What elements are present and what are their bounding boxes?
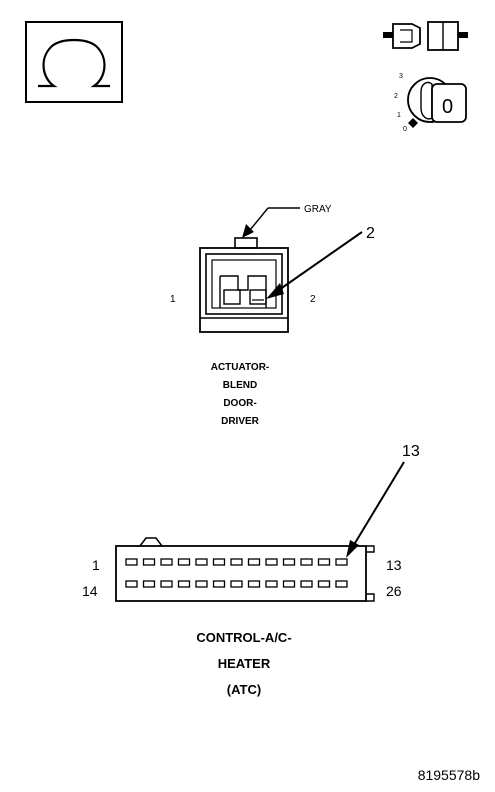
control-module-name: CONTROL-A/C- HEATER (ATC) [196,630,291,697]
row1-left-pin-label: 1 [92,557,100,573]
actuator-pin-1 [223,289,241,305]
row1-right-pin-label: 13 [386,557,402,573]
cavity-row-top [125,558,348,566]
cavity-6 [212,558,226,566]
cavity-14 [125,580,138,588]
cavity-16 [160,580,173,588]
actuator-callout-number: 2 [366,225,375,242]
cavity-20 [230,580,243,588]
control-module-name-line-3: (ATC) [227,682,261,697]
wire-color-callout: GRAY [242,204,332,238]
ignition-position-2: 2 [394,93,398,100]
cavity-12 [317,558,331,566]
actuator-name-line-2: BLEND [223,380,257,391]
cavity-18 [195,580,208,588]
wire-color-label: GRAY [304,204,332,215]
cavity-2 [142,558,156,566]
ignition-key-label: 0 [442,96,453,118]
cavity-3 [160,558,173,566]
ohm-symbol-icon [25,21,123,103]
cavity-21 [247,580,261,588]
cavity-11 [300,558,313,566]
cavity-17 [177,580,191,588]
cavity-5 [195,558,208,566]
cavity-15 [142,580,156,588]
cavity-13 [335,558,348,566]
cavity-25 [317,580,331,588]
actuator-connector [199,237,289,333]
cavity-1 [125,558,138,566]
ignition-switch-icon: 3 2 1 0 0 [394,73,467,133]
actuator-pin-left-label: 1 [170,294,176,305]
actuator-name-line-4: DRIVER [221,416,260,427]
actuator-pin-right-label: 2 [310,294,316,305]
cavity-26 [335,580,348,588]
ignition-position-1: 1 [397,112,401,119]
cavity-24 [300,580,313,588]
cavity-23 [282,580,296,588]
ignition-position-0: 0 [403,126,407,133]
control-module-connector [115,537,375,602]
cavity-7 [230,558,243,566]
cavity-9 [265,558,278,566]
cavity-19 [212,580,226,588]
row2-left-pin-label: 14 [82,583,98,599]
cavity-10 [282,558,296,566]
row2-right-pin-label: 26 [386,583,402,599]
cavity-row-bottom [125,580,348,588]
cavity-4 [177,558,191,566]
actuator-name-line-1: ACTUATOR- [211,362,270,373]
actuator-name: ACTUATOR- BLEND DOOR- DRIVER [211,362,270,427]
actuator-name-line-3: DOOR- [223,398,256,409]
cavity-22 [265,580,278,588]
control-module-callout-number: 13 [402,443,420,460]
control-module-name-line-2: HEATER [218,656,271,671]
control-module-name-line-1: CONTROL-A/C- [196,630,291,645]
actuator-callout: 2 [266,225,375,299]
figure-id: 8195578b [418,767,481,783]
actuator-pin-2 [249,289,267,305]
ignition-position-3: 3 [399,73,403,80]
ignition-key-icon [383,21,468,51]
control-module-callout: 13 [346,443,420,558]
cavity-8 [247,558,261,566]
